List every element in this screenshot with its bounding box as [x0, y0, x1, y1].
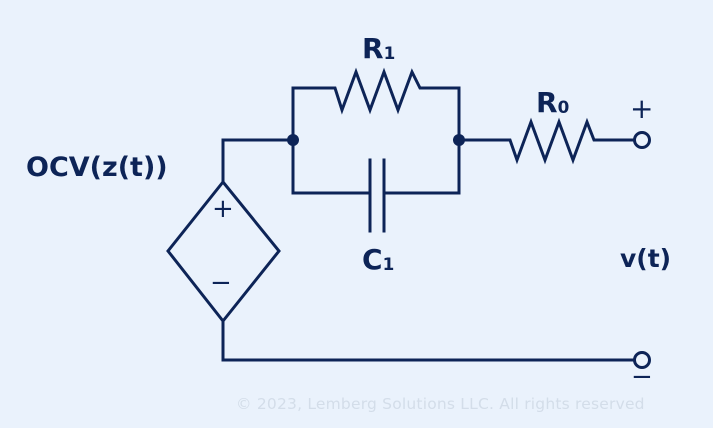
- terminal-negative-icon: [633, 351, 651, 369]
- wire-return: [221, 319, 636, 362]
- label-r1-symbol: R: [362, 32, 384, 65]
- label-c1-subscript: 1: [382, 253, 395, 274]
- label-output-voltage: v(t): [620, 244, 672, 273]
- output-minus-sign: −: [631, 362, 653, 392]
- resistor-r0-icon: [457, 117, 636, 165]
- label-c1: C1: [362, 243, 394, 276]
- output-plus-sign: +: [630, 92, 654, 125]
- wire-source-top: [221, 138, 295, 184]
- junction-node-right: [453, 134, 465, 146]
- label-r1: R1: [362, 32, 395, 65]
- label-r0: R0: [536, 86, 569, 119]
- label-c1-symbol: C: [362, 243, 383, 276]
- wire-c1-right: [382, 138, 461, 195]
- wire-c1-left: [291, 138, 372, 195]
- label-r0-subscript: 0: [557, 96, 570, 117]
- junction-node-left: [287, 134, 299, 146]
- source-plus-sign: +: [212, 194, 234, 224]
- resistor-r1-icon: [291, 67, 461, 142]
- terminal-positive-icon: [633, 131, 651, 149]
- label-r1-subscript: 1: [383, 42, 396, 63]
- label-r0-symbol: R: [536, 86, 558, 119]
- source-minus-sign: −: [210, 268, 232, 298]
- label-ocv: OCV(z(t)): [26, 152, 168, 183]
- copyright-watermark: © 2023, Lemberg Solutions LLC. All right…: [236, 395, 645, 413]
